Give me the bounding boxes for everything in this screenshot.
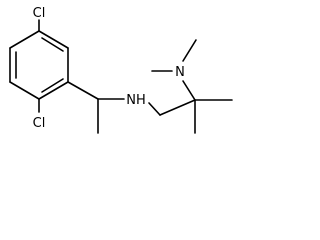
bond-n-to-methyl-up <box>182 39 197 62</box>
bond-quat-c-to-n <box>182 80 196 101</box>
molecule-structure: Cl Cl NH N <box>9 6 233 134</box>
bond-ring-to-ch <box>67 81 99 100</box>
bond-ch2-to-quat-c <box>159 99 196 116</box>
atom-label-n-dimethylamino: N <box>175 65 185 80</box>
ring-double-bond-2 <box>41 78 64 93</box>
atom-label-nh: NH <box>126 93 146 108</box>
atom-label-cl-top: Cl <box>33 6 46 21</box>
ring-bond-c4-c5 <box>9 81 40 100</box>
benzene-ring <box>9 30 69 100</box>
atom-label-cl-bottom: Cl <box>33 116 46 131</box>
ring-bond-c1-c2 <box>38 30 69 49</box>
bond-nh-to-ch2 <box>148 102 161 116</box>
ring-double-bond-1 <box>41 37 64 52</box>
ring-bond-c6-c1 <box>9 30 40 49</box>
ring-bond-c3-c4 <box>38 81 69 100</box>
